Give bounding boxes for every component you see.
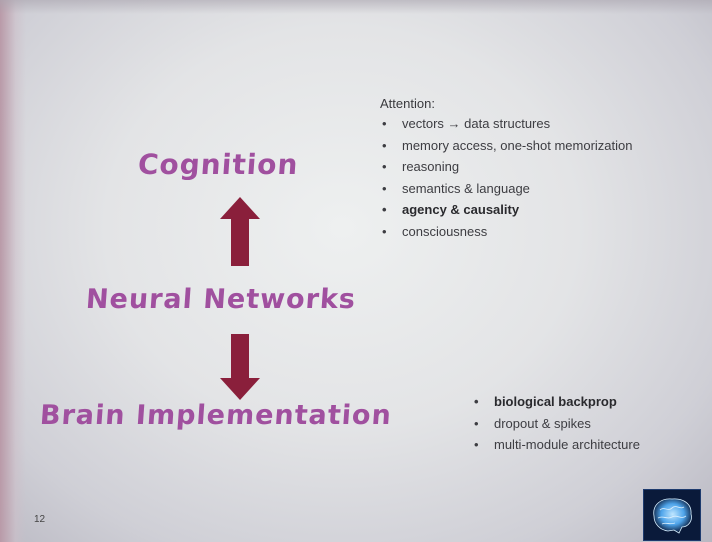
- attention-list: vectors → data structures memory access,…: [380, 114, 632, 243]
- up-arrow-shaft: [231, 218, 249, 266]
- brain-implementation-label: Brain Implementation: [38, 400, 393, 431]
- brain-item: multi-module architecture: [472, 435, 640, 457]
- slide-edge-shadow: [0, 0, 26, 542]
- cognition-label: Cognition: [136, 148, 300, 181]
- brain-item: dropout & spikes: [472, 414, 640, 436]
- attention-item: memory access, one-shot memorization: [380, 136, 632, 158]
- up-arrow-head: [220, 197, 260, 219]
- attention-title: Attention:: [380, 96, 435, 111]
- brain-logo-graphic: [653, 498, 692, 534]
- attention-item: semantics & language: [380, 179, 632, 201]
- down-arrow-shaft: [231, 334, 249, 380]
- attention-item: consciousness: [380, 222, 632, 244]
- attention-item: agency & causality: [380, 200, 632, 222]
- brain-list: biological backprop dropout & spikes mul…: [472, 392, 640, 457]
- neural-networks-label: Neural Networks: [84, 284, 358, 315]
- brain-item: biological backprop: [472, 392, 640, 414]
- down-arrow-head: [220, 378, 260, 400]
- slide-top-shadow: [0, 0, 712, 14]
- attention-item: vectors → data structures: [380, 114, 632, 136]
- page-number: 12: [34, 514, 46, 525]
- attention-item: reasoning: [380, 157, 632, 179]
- brain-logo-icon: [643, 489, 701, 541]
